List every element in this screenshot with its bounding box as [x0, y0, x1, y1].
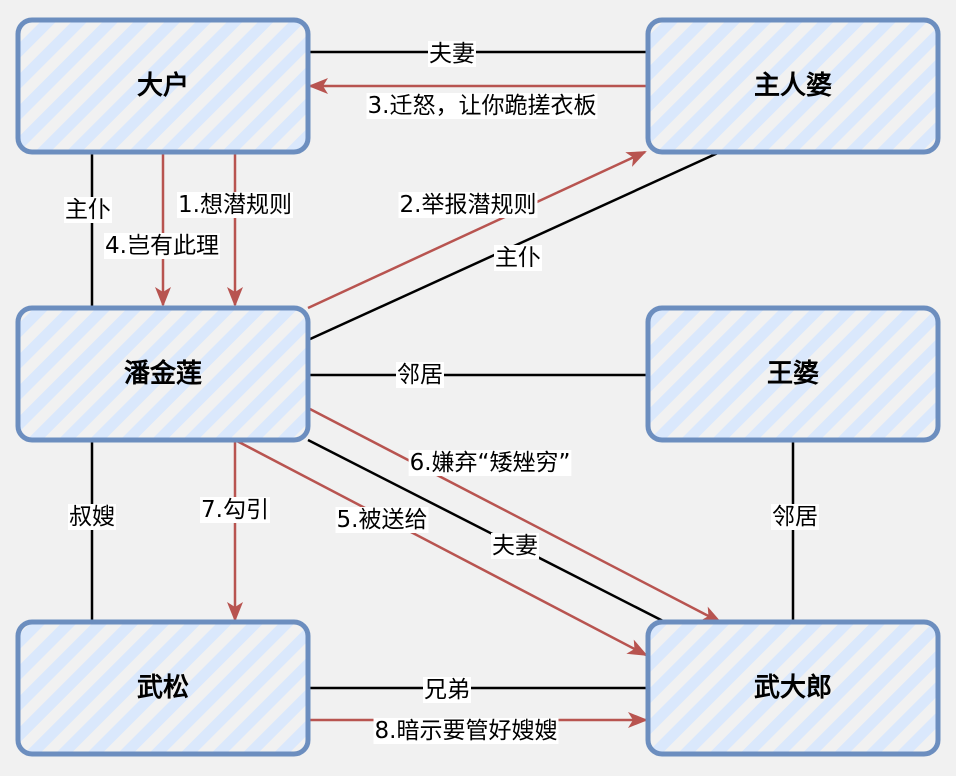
edge-label-background — [64, 197, 112, 223]
node-wangpo[interactable]: 王婆 — [645, 305, 941, 443]
edge-label-background — [771, 504, 819, 530]
edge-label: 5.被送给 — [337, 507, 428, 533]
edge-label-background — [491, 533, 539, 559]
edge-label: 7.勾引 — [201, 497, 269, 523]
edge-labels: 夫妻 3.迁怒，让你跪搓衣板 主仆 1.想潜规则 4.岂有此理 2.举报潜规则 … — [64, 41, 819, 744]
edge-label-background — [366, 93, 598, 119]
edge-label: 6.嫌弃“矮矬穷” — [410, 450, 571, 476]
edge-label-background — [68, 504, 116, 530]
edge-label: 兄弟 — [424, 677, 470, 703]
edge-label: 主仆 — [495, 245, 541, 271]
node-label: 主人婆 — [754, 71, 832, 101]
node-wusong[interactable]: 武松 — [15, 619, 311, 757]
node-label: 武大郎 — [754, 673, 832, 703]
edge-label: 夫妻 — [492, 533, 538, 559]
edge-label: 2.举报潜规则 — [400, 192, 537, 218]
edge-label: 夫妻 — [429, 41, 475, 67]
edge-label-background — [335, 507, 429, 533]
edge-5[interactable] — [234, 438, 648, 657]
edge-label: 叔嫂 — [69, 504, 115, 530]
edge-label-background — [177, 192, 293, 218]
edge-2[interactable] — [307, 150, 647, 310]
node-label: 武松 — [137, 673, 189, 703]
edge-label-background — [398, 192, 538, 218]
edge-label-background — [200, 497, 270, 523]
edge-label: 邻居 — [772, 504, 818, 530]
node-label: 潘金莲 — [124, 358, 202, 389]
edge-label-background — [396, 362, 444, 388]
node-zhurenpo[interactable]: 主人婆 — [645, 17, 941, 155]
node-wudalang[interactable]: 武大郎 — [645, 619, 941, 757]
edge-label-background — [428, 41, 476, 67]
edges — [90, 50, 795, 728]
edge-label: 1.想潜规则 — [178, 192, 292, 218]
edge-label: 8.暗示要管好嫂嫂 — [375, 718, 558, 744]
edge-label-background — [423, 677, 471, 703]
edge-pan-wudalang[interactable] — [307, 438, 666, 624]
node-dahu[interactable]: 大户 — [15, 17, 311, 155]
node-label: 大户 — [137, 70, 189, 101]
edge-label: 主仆 — [65, 197, 111, 223]
edge-label: 3.迁怒，让你跪搓衣板 — [368, 93, 597, 119]
edge-label-background — [494, 245, 542, 271]
edge-label-background — [408, 450, 572, 476]
node-label: 王婆 — [767, 359, 819, 389]
edge-label: 4.岂有此理 — [105, 233, 219, 259]
edge-label: 邻居 — [397, 362, 443, 388]
edge-6[interactable] — [307, 406, 722, 624]
edge-label-background — [104, 233, 220, 259]
edge-label-background — [373, 718, 559, 744]
node-panjinlian[interactable]: 潘金莲 — [15, 305, 311, 443]
